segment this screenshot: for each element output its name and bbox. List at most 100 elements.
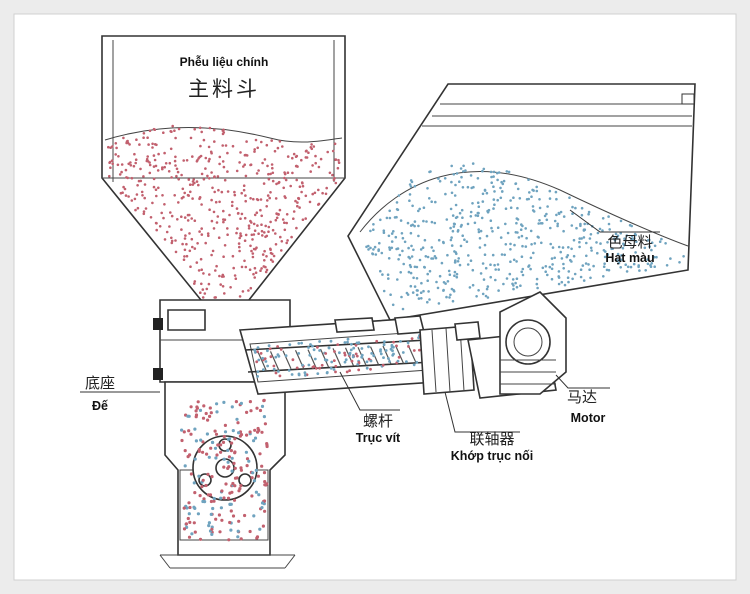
particle	[492, 185, 495, 188]
particle	[349, 348, 353, 352]
particle	[401, 236, 405, 240]
particle	[122, 185, 125, 189]
particle	[616, 259, 619, 262]
particle	[456, 260, 460, 263]
particle	[545, 212, 548, 216]
particle	[241, 290, 245, 293]
particle	[482, 278, 486, 281]
particle	[557, 270, 561, 273]
particle	[259, 208, 262, 212]
particle	[256, 474, 260, 478]
particle	[646, 258, 649, 261]
feeder-base	[153, 299, 296, 569]
particle	[287, 369, 291, 372]
particle	[329, 366, 333, 370]
particle	[344, 358, 348, 362]
particle	[634, 251, 637, 254]
particle	[234, 277, 238, 281]
particle	[529, 229, 533, 233]
particle	[570, 224, 574, 227]
particle	[211, 186, 214, 190]
particle	[682, 254, 685, 258]
particle	[110, 159, 114, 162]
particle	[167, 170, 171, 173]
particle	[493, 263, 496, 267]
particle	[398, 253, 402, 257]
particle	[411, 291, 415, 294]
particle	[155, 194, 158, 198]
particle	[408, 199, 411, 202]
particle	[232, 266, 235, 270]
particle	[230, 405, 234, 409]
particle	[253, 229, 257, 232]
coupling-label-vi: Khớp trục nối	[451, 449, 534, 463]
particle	[244, 199, 247, 203]
particle	[220, 518, 224, 522]
particle	[571, 205, 574, 209]
particle	[458, 263, 462, 267]
particle	[336, 166, 340, 170]
particle	[107, 145, 110, 149]
particle	[256, 346, 260, 349]
particle	[407, 345, 410, 348]
particle	[352, 346, 356, 350]
particle	[170, 130, 173, 133]
particle	[396, 208, 400, 212]
particle	[260, 214, 264, 218]
particle	[294, 199, 297, 203]
particle	[546, 205, 549, 208]
particle	[346, 337, 350, 341]
particle	[217, 513, 221, 517]
particle	[271, 228, 275, 232]
particle	[133, 152, 136, 156]
particle	[455, 275, 459, 279]
particle	[396, 278, 399, 281]
particle	[454, 260, 457, 264]
particle	[191, 183, 195, 186]
particle	[245, 410, 249, 414]
particle	[466, 263, 470, 266]
particle	[570, 260, 573, 263]
particle	[607, 222, 611, 226]
particle	[283, 221, 286, 224]
particle	[277, 180, 281, 184]
particle	[230, 441, 234, 445]
particle	[253, 213, 257, 217]
particle	[198, 537, 203, 541]
particle	[476, 211, 480, 215]
particle	[231, 514, 236, 518]
particle	[481, 262, 485, 265]
particle	[208, 208, 211, 211]
particle	[128, 143, 131, 146]
particle	[419, 291, 423, 295]
particle	[548, 265, 552, 269]
particle	[118, 173, 122, 176]
particle	[412, 363, 416, 367]
particle	[303, 371, 307, 375]
particle	[238, 236, 241, 240]
particle	[233, 466, 237, 470]
particle	[499, 236, 503, 239]
particle	[632, 262, 636, 266]
particle	[412, 349, 416, 352]
particle	[496, 226, 500, 229]
particle	[343, 351, 346, 355]
particle	[239, 217, 242, 220]
particle	[194, 439, 198, 443]
particle	[148, 171, 152, 175]
particle	[268, 347, 272, 351]
particle	[516, 218, 520, 221]
particle	[422, 206, 426, 209]
particle	[350, 342, 353, 346]
particle	[183, 255, 186, 258]
particle	[152, 177, 156, 181]
particle	[578, 237, 581, 240]
particle	[182, 195, 185, 199]
particle	[243, 259, 246, 263]
particle	[324, 192, 328, 196]
particle	[379, 269, 382, 273]
particle	[521, 267, 525, 271]
color-leader-line	[569, 209, 660, 233]
particle	[187, 535, 192, 539]
